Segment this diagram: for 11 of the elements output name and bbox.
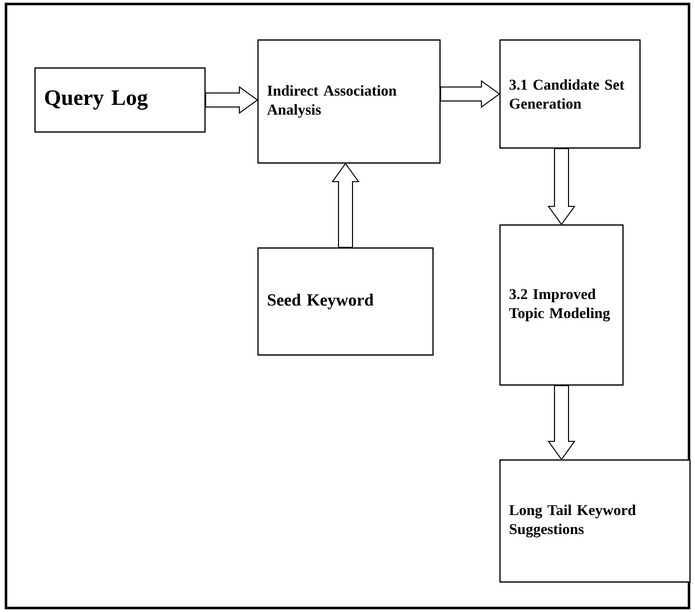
process-box: Long Tail Keyword Suggestions (499, 459, 691, 583)
block-arrow (332, 162, 360, 248)
block-arrow (548, 148, 576, 226)
input-box: Seed Keyword (257, 247, 434, 356)
block-arrow (205, 86, 258, 114)
block-arrow (440, 80, 500, 108)
process-box: 3.1 Candidate Set Generation (499, 39, 641, 149)
block-arrow (548, 385, 576, 460)
input-box: Query Log (34, 67, 206, 133)
process-box: 3.2 Improved Topic Modeling (499, 224, 624, 386)
process-box: Indirect Association Analysis (257, 39, 441, 164)
